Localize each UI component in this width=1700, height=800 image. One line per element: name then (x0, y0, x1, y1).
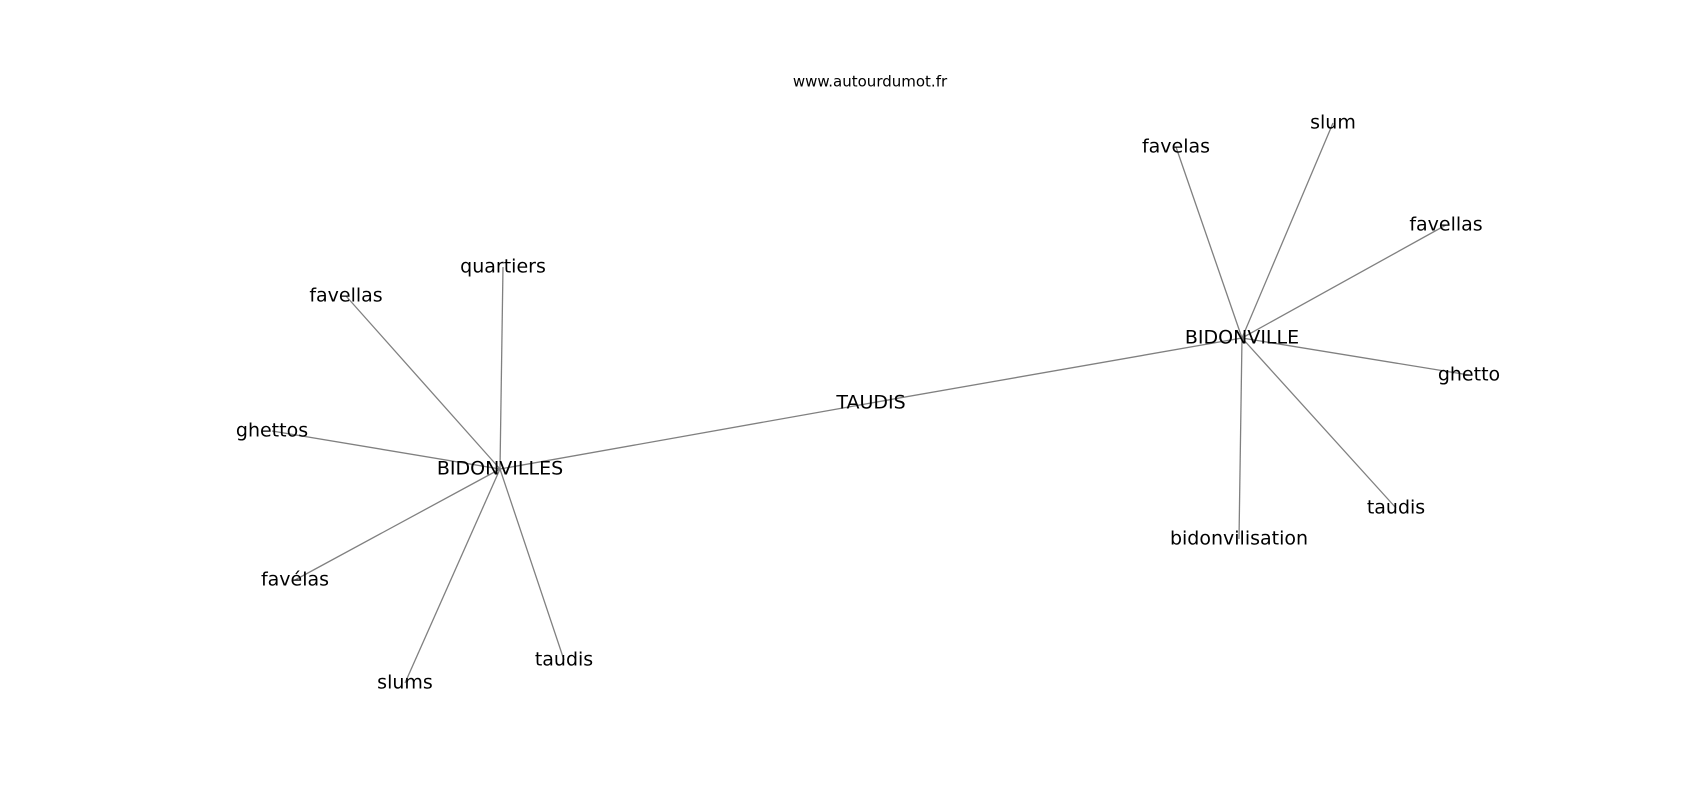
edge-taudis-center-bidonvilles (499, 402, 872, 470)
node-label-favellas-right: favellas (1409, 214, 1482, 236)
node-label-slum: slum (1310, 112, 1356, 134)
node-label-taudis-center: TAUDIS (835, 392, 905, 414)
edge-bidonville-ghetto (1241, 337, 1470, 376)
edge-bidonvilles-quartiers (499, 266, 504, 470)
node-label-bidonvilisation: bidonvilisation (1170, 528, 1308, 550)
node-label-quartiers: quartiers (460, 256, 546, 278)
edge-bidonvilles-ghettos (271, 430, 501, 470)
node-label-slums: slums (377, 672, 433, 694)
node-label-ghetto: ghetto (1438, 364, 1500, 386)
node-label-taudis-right: taudis (1367, 497, 1425, 519)
node-layer: TAUDIS BIDONVILLES BIDONVILLE quartiers fave… (236, 112, 1500, 694)
edge-bidonville-favellas-right (1241, 224, 1447, 339)
node-label-ghettos: ghettos (236, 420, 308, 442)
source-label: www.autourdumot.fr (793, 73, 948, 91)
node-label-bidonville: BIDONVILLE (1185, 327, 1299, 349)
edge-bidonville-bidonvilisation (1238, 337, 1243, 540)
node-label-taudis-left: taudis (535, 649, 593, 671)
node-label-favelas-accent: favélas (261, 569, 329, 591)
node-label-bidonvilles: BIDONVILLES (437, 458, 563, 480)
edge-layer (271, 122, 1470, 684)
edge-bidonvilles-taudis-left (499, 468, 565, 661)
node-label-favelas: favelas (1142, 136, 1210, 158)
edge-taudis-center-bidonville (870, 337, 1243, 404)
node-label-favellas-left: favellas (309, 285, 382, 307)
edge-bidonville-slum (1241, 122, 1334, 339)
edge-bidonvilles-favelas-accent (294, 468, 501, 581)
edge-bidonville-favelas (1175, 146, 1243, 339)
edge-bidonvilles-favellas-left (345, 295, 501, 470)
edge-bidonvilles-slums (404, 468, 501, 684)
edge-bidonville-taudis-right (1241, 337, 1397, 509)
